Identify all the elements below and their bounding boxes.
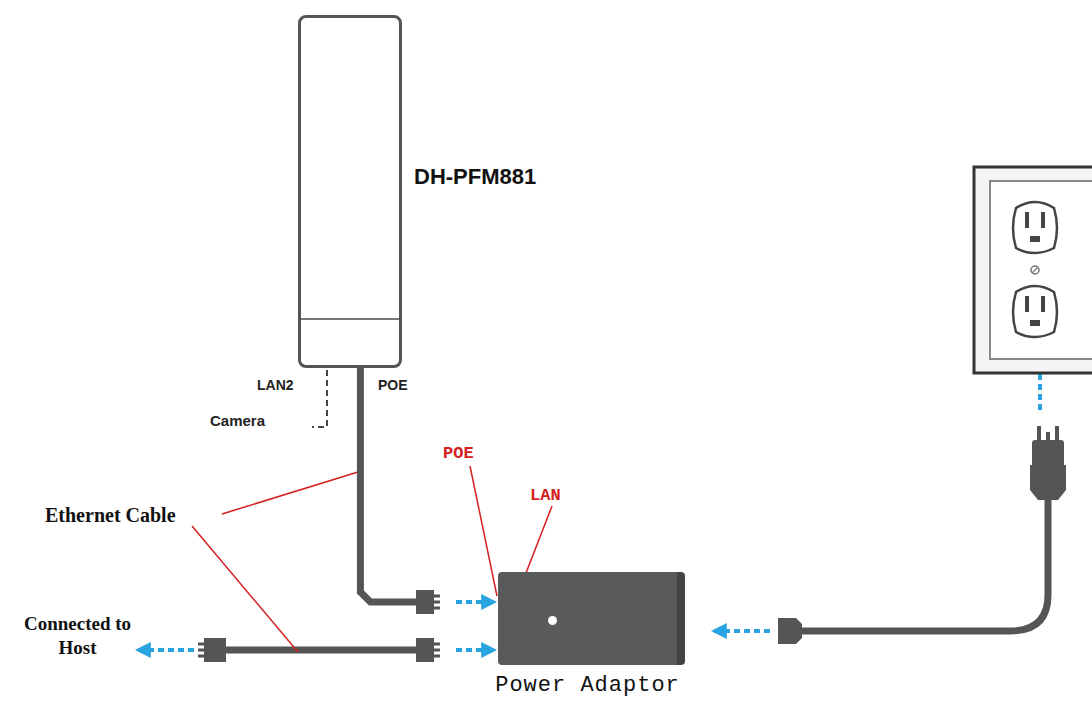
device-divider [301,318,399,320]
power-adaptor: Power Adaptor [498,572,685,665]
power-cord [714,350,1066,644]
node-text: Power Adaptor [495,673,680,698]
node-text: DH-PFM881 [414,164,536,190]
host-cable [138,638,494,662]
cpe-device: DH-PFM881 [298,15,402,368]
host-label: Connected to Host [10,612,145,660]
camera-link [312,370,327,427]
indicator-dot [548,616,557,625]
cable-label: Ethernet Cable [45,503,176,528]
port-label: LAN [530,485,561,506]
port-label: LAN2 [257,377,294,395]
wall-outlet [974,167,1092,373]
port-label: POE [443,443,474,464]
device-label: Camera [210,412,265,431]
ethernet-cable [360,368,494,614]
port-label: POE [378,377,408,395]
